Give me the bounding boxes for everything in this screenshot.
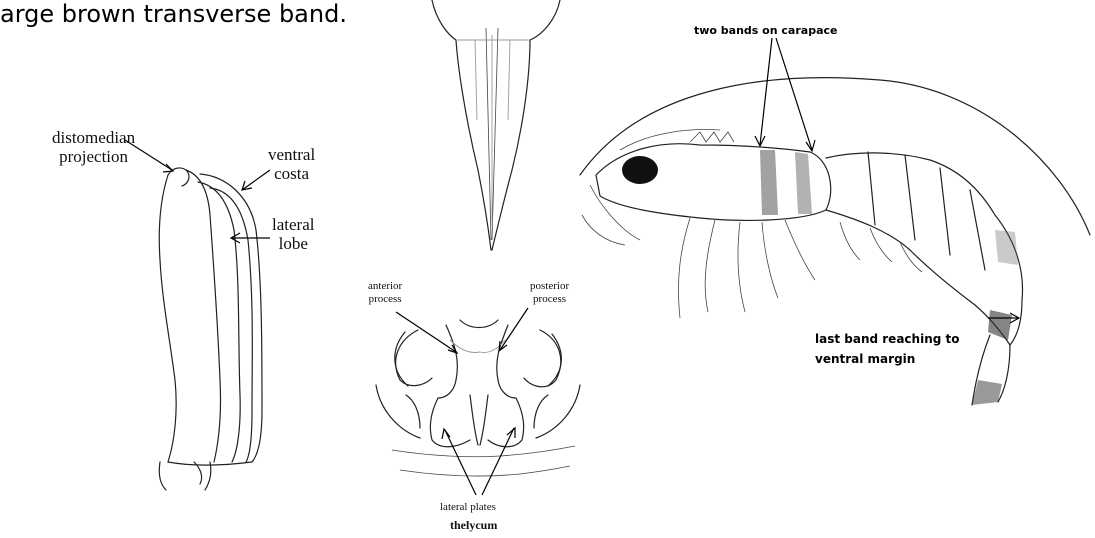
label-ventral-costa: ventral costa (268, 145, 315, 183)
telson-drawing (432, 0, 560, 250)
label-lateral-plates: lateral plates (440, 501, 496, 514)
label-thelycum-title: thelycum (450, 518, 497, 532)
thelycum-drawing (376, 308, 580, 495)
petasma-drawing (125, 140, 270, 490)
label-anterior-process: anterior process (368, 280, 402, 306)
label-distomedian-projection: distomedian projection (52, 128, 135, 166)
label-posterior-process: posterior process (530, 280, 569, 306)
label-lateral-lobe: lateral lobe (272, 215, 314, 253)
label-two-bands-on-carapace: two bands on carapace (694, 22, 837, 39)
label-last-band-ventral-margin: last band reaching to ventral margin (815, 329, 959, 369)
